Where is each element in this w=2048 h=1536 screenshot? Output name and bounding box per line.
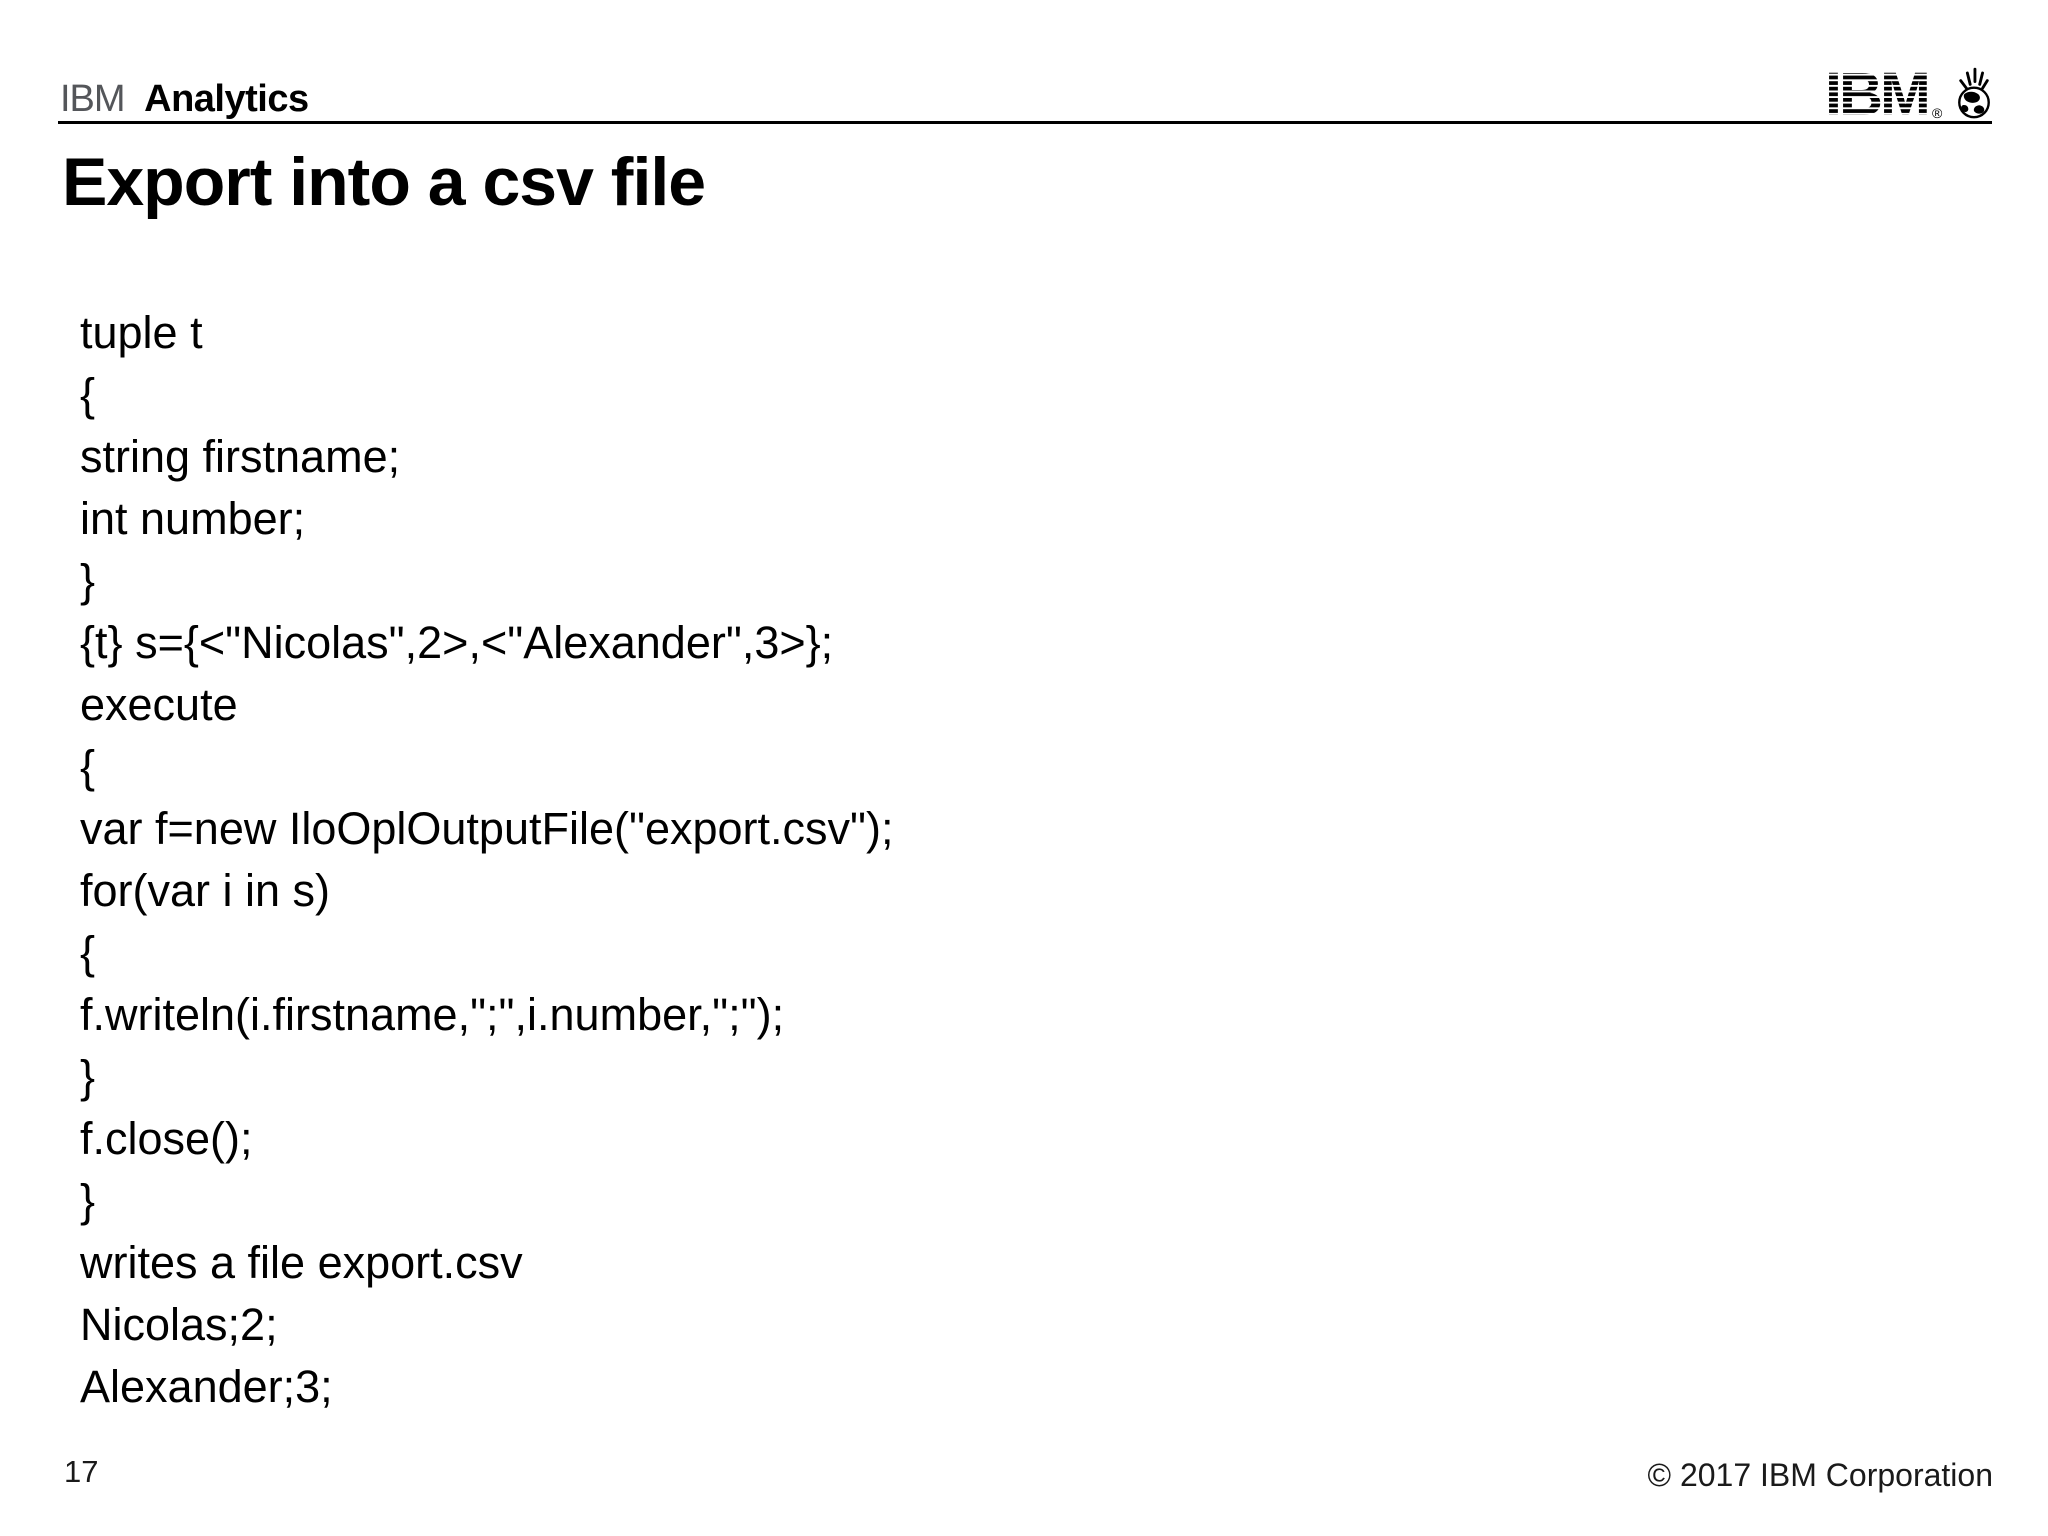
code-line: Nicolas;2; — [80, 1299, 278, 1350]
code-line: { — [80, 741, 96, 792]
code-line: f.close(); — [80, 1113, 253, 1164]
page-number: 17 — [64, 1454, 99, 1489]
code-line: for(var i in s) — [80, 865, 331, 916]
code-block: tuple t { string firstname; int number; … — [80, 302, 894, 1418]
ibm-eightbar-logo-icon: IBM ® — [1827, 70, 1943, 120]
code-line: f.writeln(i.firstname,";",i.number,";"); — [80, 989, 785, 1040]
code-line: } — [80, 555, 96, 606]
copyright: © 2017 IBM Corporation — [1647, 1457, 1993, 1493]
code-line: {t} s={<"Nicolas",2>,<"Alexander",3>}; — [80, 617, 834, 668]
code-line: { — [80, 369, 96, 420]
header-brand: IBM Analytics — [60, 80, 309, 118]
code-line: var f=new IloOplOutputFile("export.csv")… — [80, 803, 894, 854]
registered-mark: ® — [1932, 105, 1943, 120]
code-line: writes a file export.csv — [80, 1237, 523, 1288]
ibm-logo-text: IBM — [1827, 70, 1928, 120]
code-line: { — [80, 927, 96, 978]
smarter-planet-globe-icon — [1958, 67, 1990, 119]
ibm-logo: IBM ® — [1827, 64, 1993, 120]
brand-product-label: Analytics — [144, 78, 309, 120]
code-line: } — [80, 1051, 96, 1102]
code-line: string firstname; — [80, 431, 401, 482]
header-rule — [58, 121, 1992, 124]
code-line: tuple t — [80, 307, 203, 358]
brand-ibm-label: IBM — [60, 78, 126, 120]
code-line: execute — [80, 679, 238, 730]
page-title: Export into a csv file — [62, 144, 706, 220]
code-line: int number; — [80, 493, 306, 544]
code-line: Alexander;3; — [80, 1361, 333, 1412]
code-line: } — [80, 1175, 96, 1226]
